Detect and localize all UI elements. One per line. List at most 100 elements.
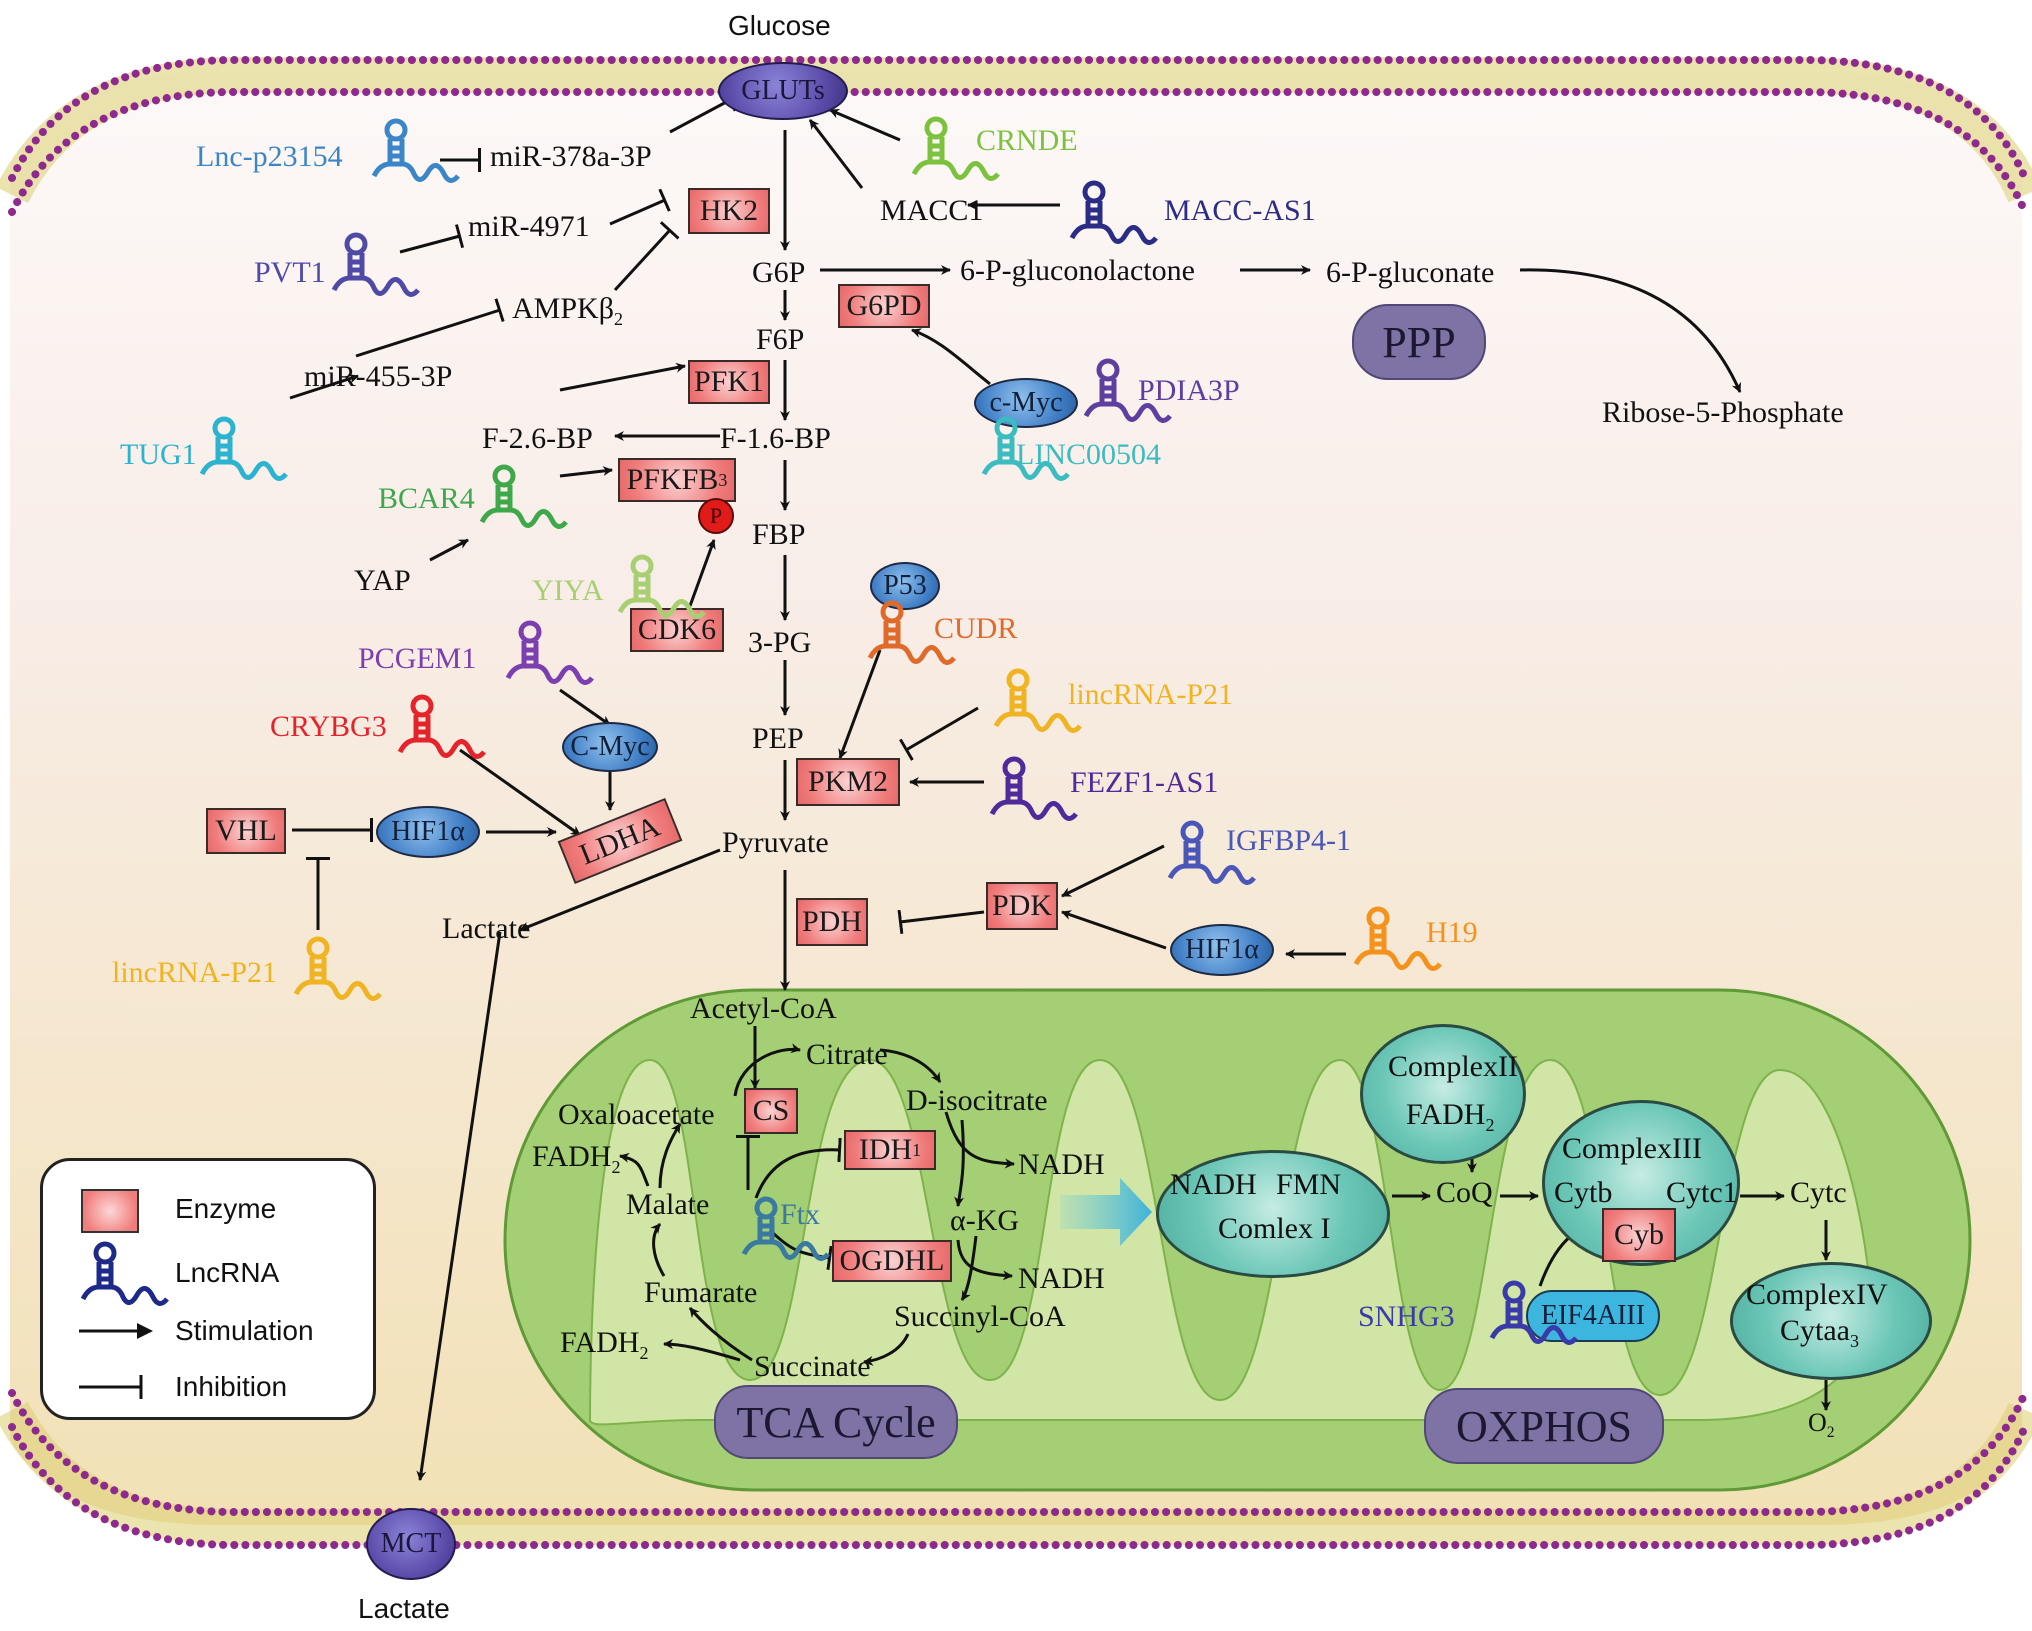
complex3-cytb: Cytb [1554, 1176, 1613, 1209]
tca-fadh2-1: FADH2 [532, 1140, 621, 1177]
stimulation-arrow [688, 1307, 753, 1362]
metabolite-6p-gluconolactone: 6-P-gluconolactone [960, 254, 1195, 287]
lncrna-icon [1069, 180, 1158, 245]
metabolite-g6p: G6P [752, 256, 806, 289]
tca-akg: α-KG [950, 1204, 1020, 1237]
oval-c-myc-ldha: C-Myc [562, 722, 658, 772]
stimulation-arrow [663, 1339, 741, 1362]
stimulation-arrow [911, 328, 991, 386]
metabolite-pep: PEP [752, 722, 804, 755]
glucose-outside-label: Glucose [728, 10, 831, 41]
lncrna-label: SNHG3 [1358, 1300, 1455, 1333]
electron-transfer-arrow [1060, 1178, 1152, 1246]
complex4-name: ComplexIV [1746, 1278, 1888, 1311]
complex2-name: ComplexII [1388, 1050, 1518, 1083]
stimulation-arrow [954, 1119, 965, 1207]
inhibition-edge [669, 88, 737, 134]
mct-transporter: MCT [366, 1508, 456, 1580]
stimulation-arrow [688, 539, 716, 607]
oval-p53: P53 [870, 562, 940, 610]
legend-lncrna-label: LncRNA [175, 1257, 280, 1288]
oxphos-label: OXPHOS [1424, 1388, 1664, 1464]
metabolite-f6p: F6P [756, 323, 805, 356]
lncrna-label: PCGEM1 [358, 642, 477, 675]
enzyme-vhl: VHL [206, 808, 286, 854]
enzyme-ogdhl: OGDHL [832, 1240, 952, 1282]
lncrna-icon [479, 464, 568, 529]
stimulation-arrow [829, 108, 901, 142]
legend-inhibition-label: Inhibition [175, 1371, 288, 1402]
lncrna-icon [981, 416, 1070, 481]
complex-4 [1730, 1262, 1932, 1380]
legend-enzyme-symbol [81, 1189, 139, 1233]
complex1-name: Comlex I [1218, 1212, 1331, 1245]
stimulation-arrow [879, 1048, 942, 1083]
mirna-455: miR-455-3P [304, 360, 453, 393]
inhibition-edge [399, 224, 465, 254]
lncrna-label: CRNDE [976, 124, 1078, 157]
stimulation-arrow [1061, 910, 1167, 950]
complex1-fmn: FMN [1276, 1168, 1342, 1201]
stimulation-arrow [863, 1333, 910, 1366]
tca-nadh-1: NADH [1018, 1148, 1105, 1181]
tca-fumarate: Fumarate [644, 1276, 758, 1309]
legend-inhibition-icon [79, 1375, 143, 1399]
lncrna-icon [371, 118, 460, 183]
gluts-transporter: GLUTs [718, 62, 848, 120]
enzyme-cdk6: CDK6 [630, 608, 724, 652]
legend-stimulation-label: Stimulation [175, 1315, 314, 1346]
lncrna-label: Lnc-p23154 [196, 140, 343, 173]
stimulation-arrow [559, 362, 686, 392]
enzyme-g6pd: G6PD [838, 284, 930, 328]
tca-nadh-2: NADH [1018, 1262, 1105, 1295]
complex4-cytaa3: Cytaa3 [1780, 1314, 1859, 1351]
mct-label: MCT [380, 1528, 442, 1559]
lncrna-label: MACC-AS1 [1164, 194, 1316, 227]
oxphos-coq: CoQ [1436, 1176, 1493, 1209]
legend: Enzyme LncRNA Stimulation Inhibition [40, 1158, 376, 1420]
tca-cycle-label: TCA Cycle [714, 1385, 958, 1459]
tca-citrate: Citrate [806, 1038, 888, 1071]
lncrna-label: H19 [1426, 916, 1478, 949]
lncrna-icon [617, 554, 706, 619]
legend-stimulation-icon [79, 1323, 153, 1339]
stimulation-arrow [429, 538, 469, 562]
mirna-378a: miR-378a-3P [490, 140, 652, 173]
enzyme-cyb: Cyb [1602, 1208, 1676, 1262]
stimulation-arrow [733, 1043, 801, 1097]
inhibition-edge [613, 221, 680, 292]
lncrna-icon [1489, 1280, 1578, 1345]
lncrna-icon [199, 416, 288, 481]
legend-lncrna-icon [80, 1241, 169, 1306]
lncrna-label: FEZF1-AS1 [1070, 766, 1219, 799]
tca-fadh2-2: FADH2 [560, 1326, 649, 1363]
stimulation-arrow [1061, 844, 1165, 898]
lncrna-icon [867, 600, 956, 665]
complex1-nadh: NADH [1170, 1168, 1257, 1201]
lncrna-label: IGFBP4-1 [1226, 824, 1352, 857]
tca-d-isocitrate: D-isocitrate [906, 1084, 1048, 1117]
enzyme-pkm2: PKM2 [796, 758, 900, 806]
metabolite-lactate: Lactate [442, 912, 531, 945]
tca-succinate: Succinate [754, 1350, 871, 1383]
lncrna-icon [293, 936, 382, 1001]
inhibition-edge [355, 298, 505, 358]
complex-1 [1156, 1150, 1390, 1278]
mirna-4971: miR-4971 [468, 210, 590, 243]
stimulation-arrow [944, 1111, 1015, 1169]
tca-succinyl-coa: Succinyl-CoA [894, 1300, 1066, 1333]
inhibition-edge [899, 706, 979, 761]
lncrna-icon [1353, 906, 1442, 971]
lncrna-label: BCAR4 [378, 482, 475, 515]
stimulation-arrow [1519, 268, 1742, 393]
stimulation-arrow [519, 848, 721, 932]
oval-hif1a-left: HIF1α [376, 806, 480, 858]
metabolite-6p-gluconate: 6-P-gluconate [1326, 256, 1495, 289]
stimulation-arrow [808, 119, 864, 189]
stimulation-arrow [619, 1152, 650, 1187]
lncrna-icon [397, 694, 486, 759]
inhibition-edge [754, 1137, 842, 1199]
